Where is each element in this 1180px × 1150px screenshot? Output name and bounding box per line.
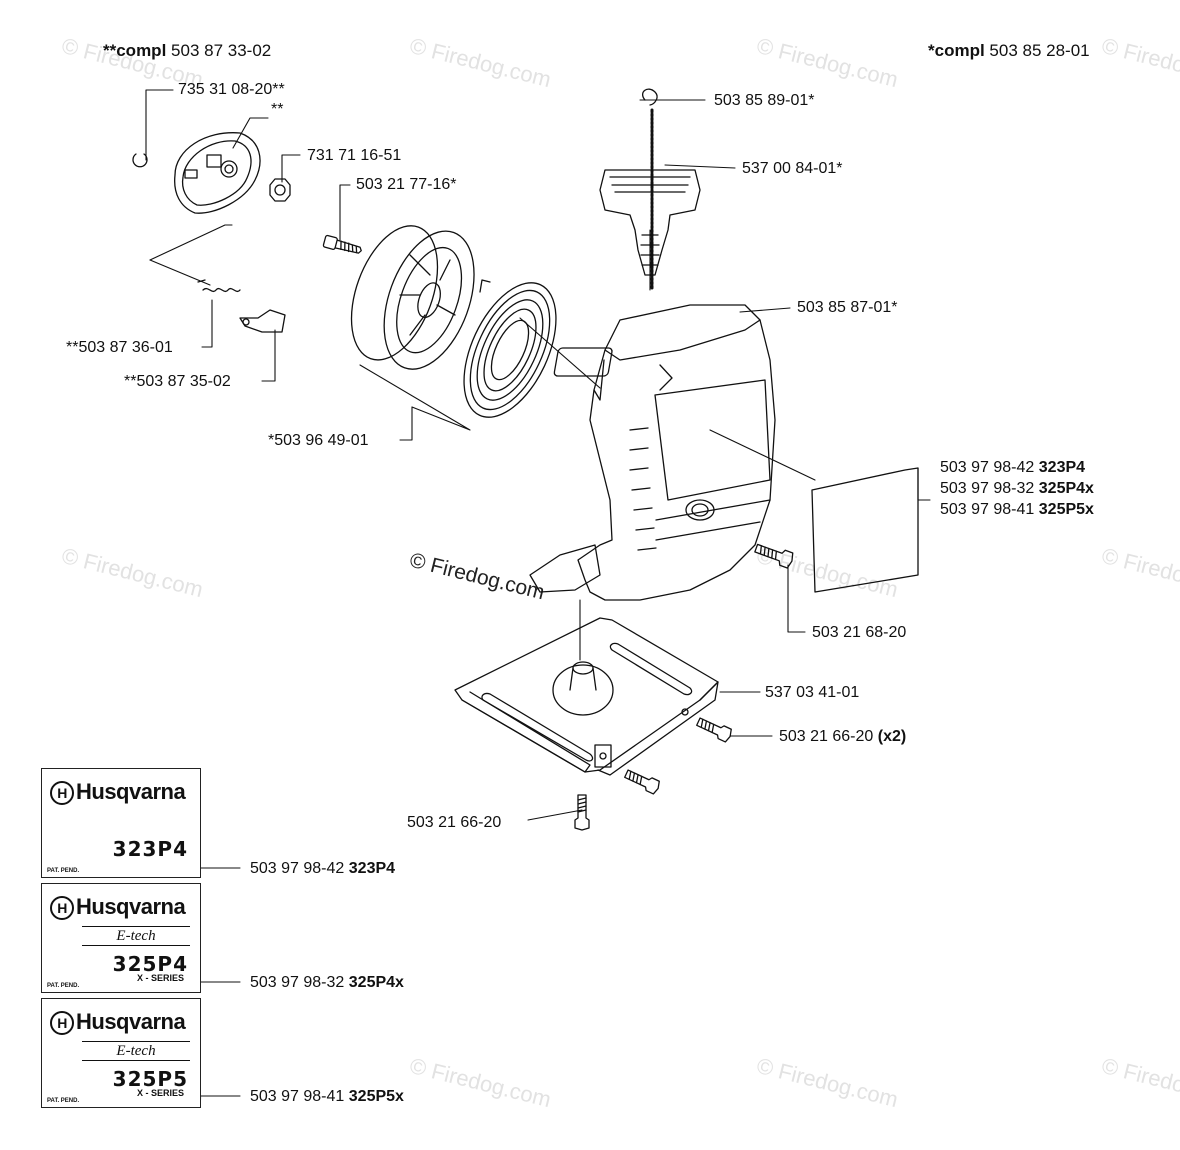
part-label: 537 03 41-01 [765, 684, 860, 701]
part-label: 503 21 66-20 [407, 814, 502, 831]
tagline: E-tech [82, 926, 190, 946]
header-left-prefix: **compl [103, 41, 167, 60]
husqvarna-crown-icon: H [50, 1011, 74, 1036]
leader-lines [145, 89, 931, 1097]
part-label: 503 85 87-01* [797, 299, 898, 316]
model-name: 325P4 [112, 952, 188, 976]
part-label: **503 87 36-01 [66, 339, 173, 356]
housing-screw [754, 543, 794, 569]
base-plate [454, 617, 719, 776]
model-name: 323P4 [112, 837, 188, 861]
part-label: 537 00 84-01* [742, 160, 843, 177]
patent-text: PAT. PEND. [47, 868, 80, 874]
model-name: 325P5 [112, 1067, 188, 1091]
starter-handle [599, 169, 701, 276]
patent-text: PAT. PEND. [47, 1098, 80, 1104]
part-label: 503 97 98-41 325P5x [250, 1088, 404, 1105]
part-label: 503 97 98-32 325P4x [250, 974, 404, 991]
tagline: E-tech [82, 1041, 190, 1061]
pawl [239, 309, 286, 333]
header-right-prefix: *compl [928, 41, 985, 60]
header-right-number: 503 85 28-01 [989, 41, 1090, 60]
header-left-number: 503 87 33-02 [171, 41, 272, 60]
part-label: **503 87 35-02 [124, 373, 231, 390]
decal-panel [811, 467, 919, 593]
header-right: *compl 503 85 28-01 [928, 42, 1090, 60]
part-label: 503 97 98-41 325P5x [940, 501, 1094, 518]
circlip [132, 153, 148, 168]
part-label: *503 96 49-01 [268, 432, 369, 449]
part-label: 503 21 68-20 [812, 624, 907, 641]
base-screw-2 [624, 769, 660, 795]
starter-rope [641, 88, 658, 292]
base-screw-1 [696, 717, 732, 743]
husqvarna-crown-icon: H [50, 781, 74, 806]
part-label: 503 97 98-32 325P4x [940, 480, 1094, 497]
husqvarna-crown-icon: H [50, 896, 74, 921]
header-left: **compl 503 87 33-02 [103, 42, 271, 60]
part-label: 503 97 98-42 323P4 [250, 860, 396, 877]
part-label: 503 21 77-16* [356, 176, 457, 193]
nut [269, 178, 291, 202]
pulley [350, 225, 475, 370]
pawl-plate [174, 132, 261, 214]
part-label: 503 21 66-20 (x2) [779, 728, 907, 745]
series-text: X - SERIES [136, 973, 184, 983]
patent-text: PAT. PEND. [47, 983, 80, 989]
part-label: ** [271, 101, 284, 118]
recoil-spring [463, 279, 557, 418]
pawl-spring [197, 279, 241, 293]
screw [322, 234, 362, 254]
part-label: 503 85 89-01* [714, 92, 815, 109]
part-label: 735 31 08-20** [178, 81, 285, 98]
base-screw-3 [574, 794, 590, 831]
starter-housing [529, 304, 776, 601]
part-label: 503 97 98-42 323P4 [940, 459, 1086, 476]
part-label: 731 71 16-51 [307, 147, 402, 164]
series-text: X - SERIES [136, 1088, 184, 1098]
